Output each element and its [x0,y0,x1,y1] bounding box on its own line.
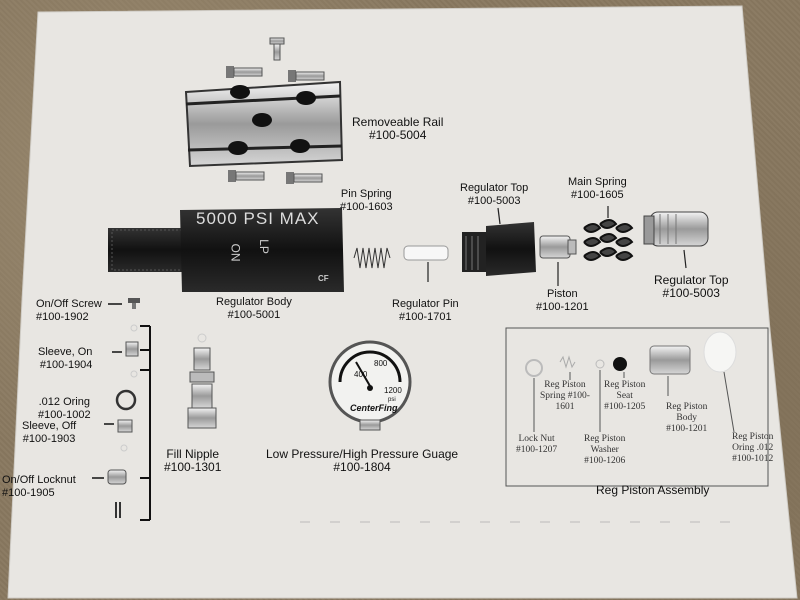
label-pin-spring: Pin Spring#100-1603 [340,188,393,213]
label-reg-pin: Regulator Pin#100-1701 [392,298,459,323]
label-oring: .012 Oring#100-1002 [38,396,91,421]
piston-icon [539,235,577,259]
onoff-locknut-icon [107,469,127,485]
label-onoff-screw: On/Off Screw#100-1902 [36,298,102,323]
pressure-gauge-icon [328,340,412,431]
label-piston: Piston#100-1201 [536,288,589,313]
fill-nipple-icon [187,333,217,429]
label-main-spring: Main Spring#100-1605 [568,176,627,201]
pin-spring-icon [353,247,391,269]
regulator-top-metal-icon [643,211,709,247]
main-spring-icon [583,219,634,261]
label-reg-top-1: Regulator Top#100-5003 [460,182,529,207]
label-fill-nipple: Fill Nipple#100-1301 [164,447,222,474]
removeable-rail-icon [184,80,344,168]
sleeve-on-icon [125,341,139,357]
body-marking-lp: LP [256,239,271,254]
label-assembly-locknut: Lock Nut#100-1207 [516,434,558,455]
left-parts-bracket [140,325,151,521]
assembly-box [505,327,769,487]
assembly-seat-icon [613,357,627,371]
sleeve-off-icon [117,419,133,433]
label-sleeve-off: Sleeve, Off#100-1903 [22,420,77,445]
gauge-tick-800: 800 [374,359,388,368]
gauge-brand: CenterFing [350,403,398,413]
assembly-title: Reg Piston Assembly [596,483,710,497]
label-reg-body: Regulator Body#100-5001 [216,296,292,321]
regulator-body-icon [108,208,344,292]
small-pin-icon [115,502,121,518]
label-reg-top-2: Regulator Top#100-5003 [654,273,729,300]
onoff-screw-icon [128,298,140,309]
label-gauge: Low Pressure/High Pressure Guage#100-180… [266,447,459,474]
gauge-tick-400: 400 [354,370,368,379]
gauge-tick-1200: 1200 [384,386,402,395]
body-logo: CF [318,274,329,283]
gauge-unit: psi [388,397,396,403]
regulator-pin-icon [403,245,449,261]
rail-screws-icon [226,37,325,184]
assembly-spring-icon [559,355,576,369]
label-onoff-locknut: On/Off Locknut#100-1905 [2,474,76,499]
body-marking-max: 5000 PSI MAX [196,209,320,228]
oring-icon [115,389,137,411]
label-sleeve-on: Sleeve, On#100-1904 [38,346,93,371]
regulator-top-icon [462,222,536,276]
body-marking-on: ON [228,243,243,262]
label-rail: Removeable Rail#100-5004 [352,115,444,142]
assembly-body-icon [649,345,691,375]
